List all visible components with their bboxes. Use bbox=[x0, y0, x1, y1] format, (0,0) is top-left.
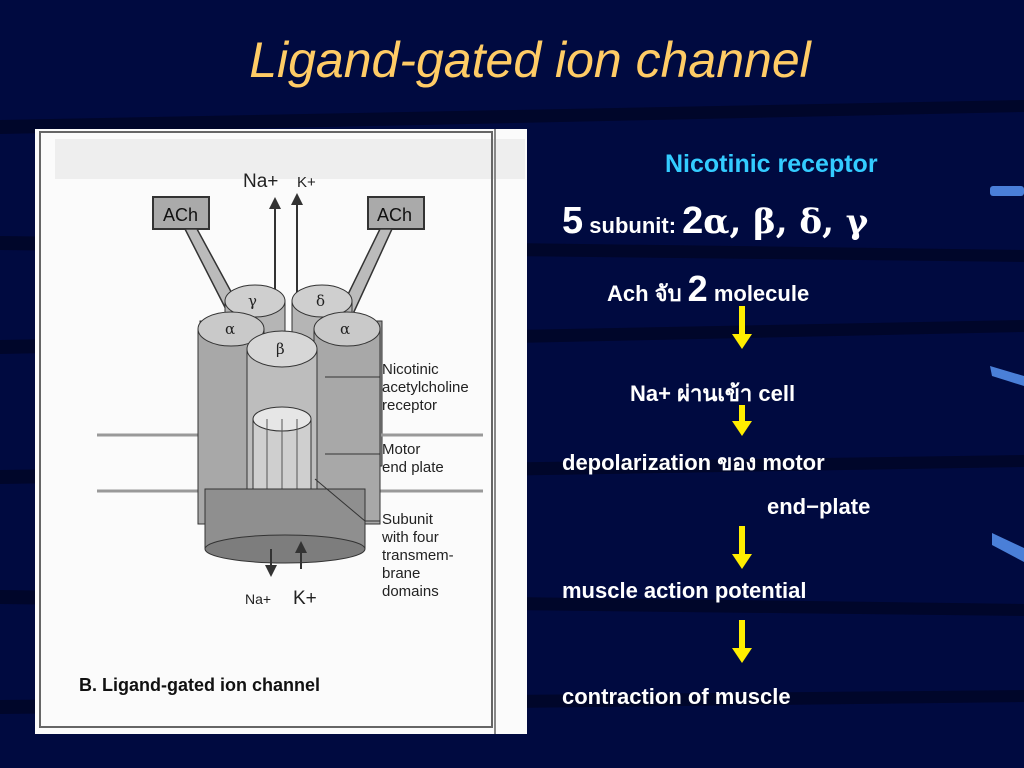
alpha-right-label: α bbox=[340, 320, 350, 338]
k-top-label: K+ bbox=[297, 174, 316, 191]
down-arrow-3 bbox=[732, 526, 752, 569]
slide-title: Ligand-gated ion channel bbox=[249, 32, 811, 88]
subunit-list-greek: α, β, δ, γ bbox=[703, 202, 869, 242]
delta-label: δ bbox=[316, 292, 325, 310]
subunit-line: 5 subunit: 2α, β, δ, γ bbox=[562, 200, 868, 243]
na-bottom-label: Na+ bbox=[245, 591, 271, 607]
alpha-left-label: α bbox=[225, 320, 235, 338]
svg-text:Motor: Motor bbox=[382, 441, 420, 458]
receptor-figure: Na+ K+ ACh ACh γ δ α α β bbox=[35, 129, 527, 734]
svg-text:with four: with four bbox=[381, 529, 439, 546]
action-potential-step: muscle action potential bbox=[562, 578, 807, 603]
ach-pre: Ach จับ bbox=[607, 281, 682, 306]
ach-post: molecule bbox=[713, 281, 810, 306]
contraction-step: contraction of muscle bbox=[562, 684, 791, 709]
receptor-title: Nicotinic receptor bbox=[665, 150, 878, 178]
ach-right-label: ACh bbox=[377, 205, 412, 225]
k-bottom-label: K+ bbox=[293, 588, 317, 609]
svg-text:end plate: end plate bbox=[382, 459, 444, 476]
svg-text:receptor: receptor bbox=[382, 397, 437, 414]
ach-num: 2 bbox=[687, 268, 708, 309]
subunit-count: 5 bbox=[562, 200, 584, 242]
svg-text:Nicotinic: Nicotinic bbox=[382, 361, 439, 378]
down-arrow-1 bbox=[732, 306, 752, 349]
svg-text:Subunit: Subunit bbox=[382, 511, 434, 528]
svg-text:brane: brane bbox=[382, 565, 420, 582]
ach-line: Ach จับ 2 molecule bbox=[607, 268, 809, 311]
svg-text:transmem-: transmem- bbox=[382, 547, 454, 564]
na-step: Na+ ผ่านเข้า cell bbox=[630, 381, 796, 406]
svg-text:acetylcholine: acetylcholine bbox=[382, 379, 469, 396]
ach-left-label: ACh bbox=[163, 205, 198, 225]
figure-frame bbox=[39, 131, 493, 728]
figure-caption: B. Ligand-gated ion channel bbox=[79, 675, 320, 695]
subunit-word: subunit: bbox=[589, 213, 677, 238]
receptor-callout: Nicotinic acetylcholine receptor bbox=[382, 361, 469, 414]
subunit-list-num: 2 bbox=[682, 200, 704, 242]
down-arrow-2 bbox=[732, 405, 752, 436]
beta-label: β bbox=[276, 340, 285, 358]
na-top-label: Na+ bbox=[243, 171, 278, 192]
depolarization-step: depolarization ของ motor bbox=[562, 450, 825, 475]
subunit-callout: Subunit with four transmem- brane domain… bbox=[381, 511, 454, 600]
svg-text:domains: domains bbox=[382, 583, 439, 600]
ach-box-right bbox=[367, 196, 425, 230]
endplate-callout: Motor end plate bbox=[382, 441, 444, 476]
explanation-panel: Nicotinic receptor 5 subunit: 2α, β, δ, … bbox=[540, 0, 1024, 768]
down-arrow-4 bbox=[732, 620, 752, 663]
endplate-step: end−plate bbox=[767, 494, 871, 519]
gamma-label: γ bbox=[248, 292, 257, 310]
ach-box-left bbox=[152, 196, 210, 230]
